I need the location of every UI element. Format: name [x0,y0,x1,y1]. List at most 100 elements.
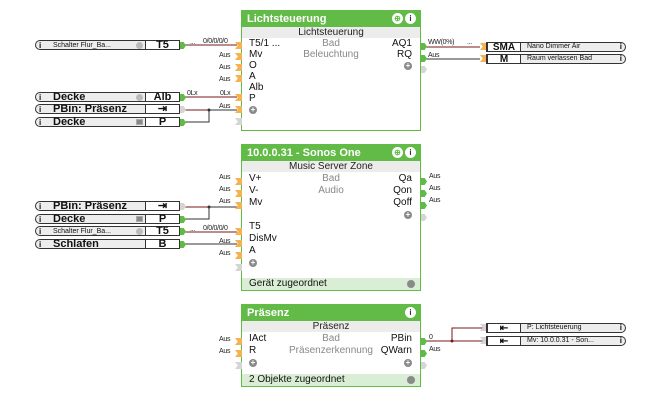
info-icon[interactable]: i [405,307,416,318]
output-label: AQ1 [391,38,412,49]
block-header[interactable]: Präsenz i [242,305,420,321]
input-port[interactable] [235,106,242,113]
info-icon[interactable]: i [39,215,42,224]
output-port[interactable] [180,106,186,113]
object-decke-p[interactable]: i Decke P [35,214,180,225]
wire-label-dots: ... [467,39,472,46]
info-icon[interactable]: i [39,105,42,114]
info-icon[interactable]: i [39,41,42,50]
object-raum-verlassen[interactable]: M Raum verlassen Bad i [486,54,626,65]
input-port[interactable] [480,337,487,344]
output-port[interactable] [421,66,427,73]
info-icon[interactable]: i [39,227,42,236]
info-icon[interactable]: i [39,93,42,102]
object-symbol: B [145,239,179,250]
object-name: Raum verlassen Bad [527,55,592,62]
input-port[interactable] [235,362,242,369]
info-icon[interactable]: i [39,240,42,249]
output-label: Qoff [393,197,412,208]
info-icon[interactable]: i [405,147,416,158]
info-icon[interactable]: i [39,118,42,127]
input-port[interactable] [235,94,242,101]
add-output-icon[interactable]: + [404,358,412,367]
wire-label-aus: Aus [428,52,440,59]
add-input-icon[interactable]: + [249,258,257,267]
output-port[interactable] [180,216,186,223]
output-port[interactable] [421,190,427,197]
input-port[interactable] [235,228,242,235]
block-lichtsteuerung[interactable]: Lichtsteuerung ⊕ i Lichtsteuerung T5/1 .… [241,10,421,131]
output-label: Qa [398,173,412,184]
output-port[interactable] [421,55,427,62]
block-footer[interactable]: Gerät zugeordnet [242,278,420,290]
block-header[interactable]: Lichtsteuerung ⊕ i [242,11,420,27]
output-port[interactable] [180,228,186,235]
info-icon[interactable]: i [619,54,622,63]
input-port[interactable] [235,178,242,185]
output-port[interactable] [421,350,427,357]
output-port[interactable] [180,119,186,126]
object-schalter-flur[interactable]: i Schalter Flur_Ba... T5 [35,40,180,51]
wire-label-aus: Aus [219,103,231,110]
block-sonos-one[interactable]: 10.0.0.31 - Sonos One ⊕ i Music Server Z… [241,144,421,291]
wire-label-t5: 0/0/0/0/0 [203,225,228,232]
input-port[interactable] [235,53,242,60]
add-input-icon[interactable]: + [249,358,257,367]
add-input-icon[interactable]: + [249,105,257,114]
info-icon[interactable]: i [619,42,622,51]
object-decke-alb[interactable]: i Decke Alb [35,92,180,103]
input-port[interactable] [235,64,242,71]
wire-label-aus: Aus [219,174,231,181]
input-label: P [249,93,256,104]
move-icon[interactable]: ⊕ [392,147,403,158]
output-port[interactable] [421,202,427,209]
object-pbin-praesenz[interactable]: i PBin: Präsenz ⇥ [35,104,180,115]
object-nano-dimmer[interactable]: SMA Nano Dimmer Air i [486,42,626,53]
input-port[interactable] [480,324,487,331]
output-port[interactable] [421,362,427,369]
input-port[interactable] [235,118,242,125]
output-port[interactable] [180,42,186,49]
input-port[interactable] [235,252,242,259]
input-port[interactable] [480,55,487,62]
input-port[interactable] [480,43,487,50]
input-port[interactable] [235,202,242,209]
move-icon[interactable]: ⊕ [392,13,403,24]
info-icon[interactable]: i [405,13,416,24]
output-port[interactable] [421,214,427,221]
input-port[interactable] [235,190,242,197]
input-port[interactable] [235,350,242,357]
input-label: Mv [249,49,263,60]
info-icon[interactable]: i [39,202,42,211]
login-icon: ⇤ [487,336,521,347]
object-decke-p[interactable]: i Decke P [35,117,180,128]
output-port[interactable] [421,43,427,50]
output-port[interactable] [421,338,427,345]
input-port[interactable] [235,240,242,247]
settings-icon[interactable] [407,376,415,384]
block-subtitle: Präsenz [242,321,420,332]
info-icon[interactable]: i [619,323,622,332]
info-icon[interactable]: i [619,336,622,345]
input-port[interactable] [235,264,242,271]
wire-label-aus: Aus [219,336,231,343]
object-pbin-praesenz[interactable]: i PBin: Präsenz ⇥ [35,201,180,212]
settings-icon[interactable] [407,280,415,288]
output-port[interactable] [180,94,186,101]
output-port[interactable] [421,178,427,185]
object-schalter-flur[interactable]: i Schalter Flur_Ba... T5 [35,226,180,237]
object-mv-sonos[interactable]: ⇤ Mv: 10.0.0.31 - Son... i [486,336,626,347]
block-footer[interactable]: 2 Objekte zugeordnet [242,374,420,386]
object-schlafen[interactable]: i Schlafen B [35,239,180,250]
input-port[interactable] [235,75,242,82]
add-output-icon[interactable]: + [404,210,412,219]
block-subtitle: Lichtsteuerung [242,27,420,38]
block-header[interactable]: 10.0.0.31 - Sonos One ⊕ i [242,145,420,161]
input-port[interactable] [235,42,242,49]
input-port[interactable] [235,338,242,345]
output-port[interactable] [180,203,186,210]
add-output-icon[interactable]: + [404,61,412,70]
object-p-lichtsteuerung[interactable]: ⇤ P: Lichtsteuerung i [486,323,626,334]
output-port[interactable] [180,241,186,248]
